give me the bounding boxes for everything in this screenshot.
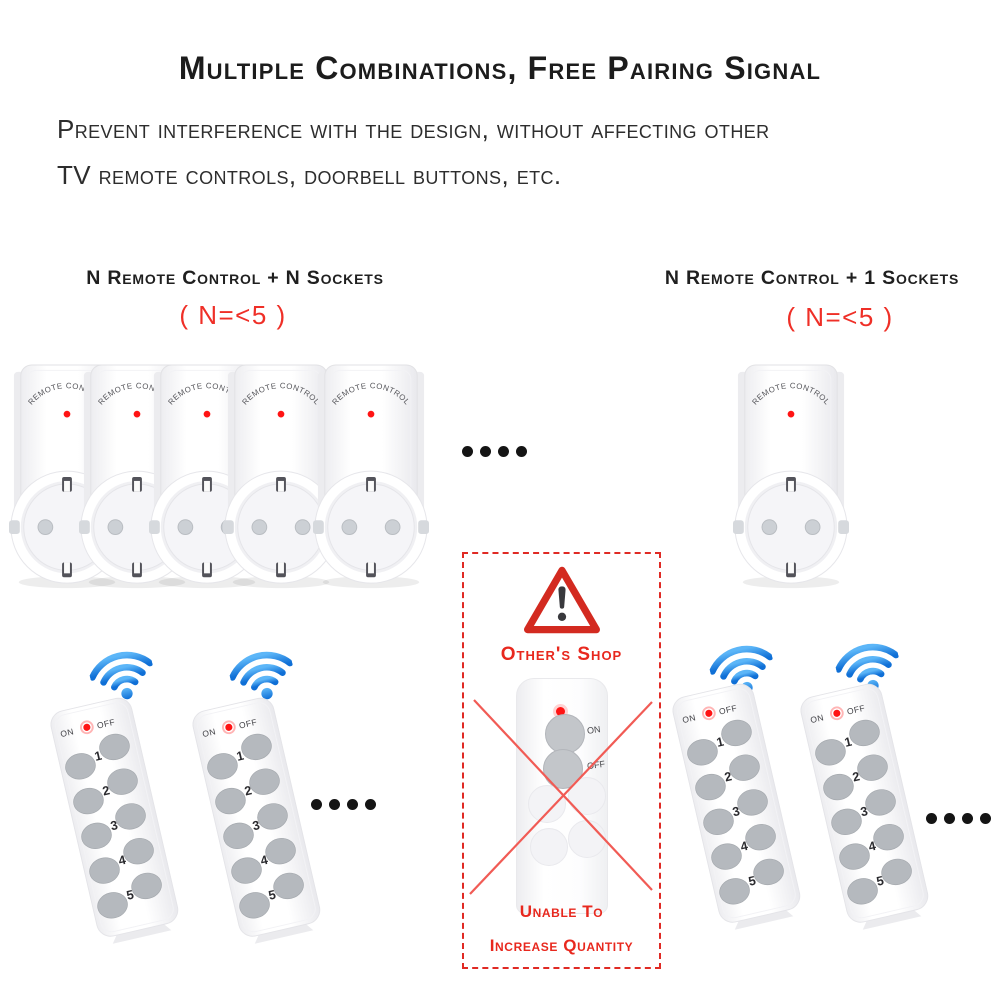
right-section-heading: N Remote Control + 1 Sockets — [664, 267, 960, 289]
left-section-note: ( N=<5 ) — [179, 300, 287, 330]
exclamation-dot — [557, 612, 567, 621]
on-button — [545, 714, 585, 754]
remote-control-2 — [184, 691, 330, 950]
subtitle-line-2: TV remote controls, doorbell buttons, et… — [57, 160, 562, 190]
ghost-button — [530, 828, 568, 866]
remote-control-1 — [42, 691, 188, 950]
cross-line — [469, 701, 653, 895]
smart-socket-single — [732, 362, 850, 593]
others-shop-warning-box: Other's Shop ON OFF Unable To Increase Q… — [462, 552, 661, 969]
ellipsis-dots — [462, 446, 527, 457]
ellipsis-dots — [926, 813, 991, 824]
subtitle-line-1: Prevent interference with the design, wi… — [57, 114, 770, 144]
left-section-heading: N Remote Control + N Sockets — [86, 267, 384, 289]
warning-caption-line-1: Unable To — [519, 902, 604, 921]
ellipsis-dots — [311, 799, 376, 810]
cross-out-x-icon — [469, 699, 653, 895]
exclamation-bar — [558, 586, 566, 609]
remote-control-3 — [664, 677, 810, 936]
led-indicator — [556, 707, 565, 716]
others-shop-label: Other's Shop — [500, 644, 623, 665]
remote-control-4 — [792, 677, 938, 936]
smart-socket-5 — [312, 362, 430, 593]
page-title: Multiple Combinations, Free Pairing Sign… — [178, 50, 822, 86]
right-section-note: ( N=<5 ) — [786, 302, 894, 332]
warning-triangle-icon — [524, 566, 600, 634]
ghost-button — [528, 785, 566, 823]
warning-caption-line-2: Increase Quantity — [489, 936, 634, 955]
